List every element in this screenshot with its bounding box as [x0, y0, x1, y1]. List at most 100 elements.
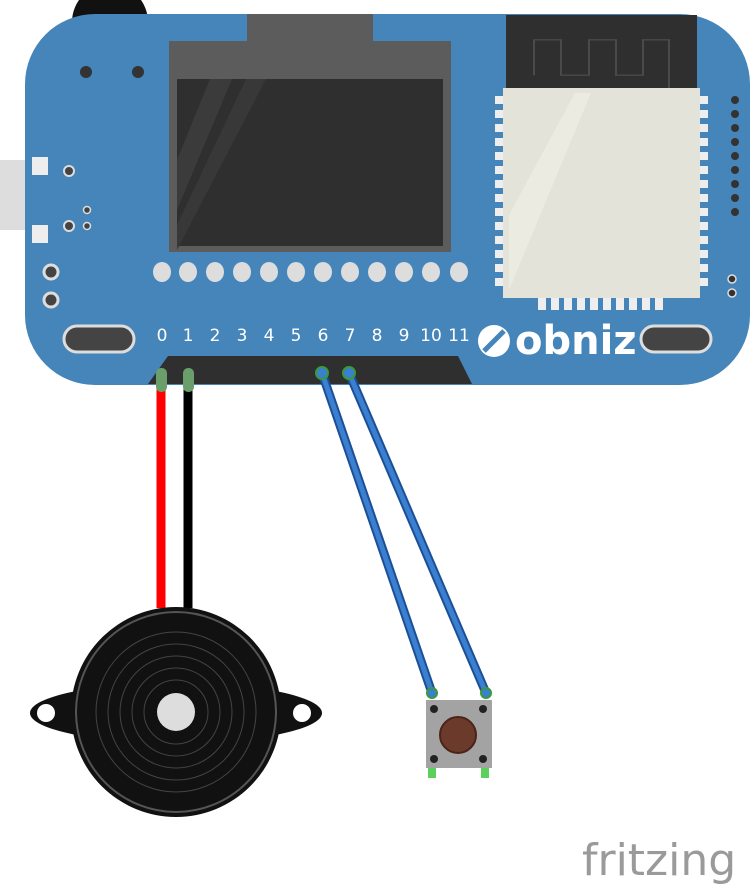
io-dot [314, 262, 332, 282]
pad [698, 180, 708, 188]
pad [495, 194, 505, 202]
pad [495, 96, 505, 104]
side-dot [731, 124, 739, 132]
wire-end [183, 368, 194, 392]
pad [698, 138, 708, 146]
pad [603, 296, 611, 310]
pad [698, 110, 708, 118]
io-dot [395, 262, 413, 282]
via [82, 221, 92, 231]
side-dot [731, 208, 739, 216]
pad [495, 278, 505, 286]
usb-pad [32, 225, 48, 243]
pin-label: 2 [210, 326, 221, 346]
pad [655, 296, 663, 310]
obniz-logo-text: obniz [515, 318, 637, 364]
module-glare [509, 93, 591, 290]
pad [698, 96, 708, 104]
pad [495, 152, 505, 160]
led-dot [132, 66, 144, 78]
pin-label: 5 [291, 326, 302, 346]
mount-slot [639, 324, 713, 354]
via [82, 205, 92, 215]
io-dot [153, 262, 171, 282]
pad [495, 236, 505, 244]
pad [698, 166, 708, 174]
wire-end [426, 687, 438, 699]
pad [698, 278, 708, 286]
side-dots [727, 96, 739, 298]
pin-label: 0 [157, 326, 168, 346]
pin-label: 8 [372, 326, 383, 346]
pad [698, 124, 708, 132]
pad [698, 236, 708, 244]
io-dot [260, 262, 278, 282]
io-dot [422, 262, 440, 282]
obniz-logo: obniz [478, 318, 637, 364]
pad [698, 208, 708, 216]
via [63, 165, 75, 177]
pin-label: 11 [448, 326, 470, 346]
pad [698, 194, 708, 202]
via [63, 220, 75, 232]
pad [495, 222, 505, 230]
pin-label: 4 [264, 326, 275, 346]
module-pads [495, 96, 708, 310]
pad [495, 138, 505, 146]
io-dot [206, 262, 224, 282]
pad [698, 152, 708, 160]
pin-label: 1 [183, 326, 194, 346]
io-dots [153, 262, 468, 282]
pad [590, 296, 598, 310]
side-dot [731, 166, 739, 174]
usb-pad [32, 157, 48, 175]
wire-end [480, 687, 492, 699]
pin-label: 6 [318, 326, 329, 346]
pad [495, 180, 505, 188]
wire-blue-pin7[interactable] [346, 372, 489, 694]
io-dot [233, 262, 251, 282]
pin-label: 7 [345, 326, 356, 346]
side-dot [731, 180, 739, 188]
via [42, 263, 60, 281]
pad [495, 110, 505, 118]
pin-label: 3 [237, 326, 248, 346]
pad [495, 166, 505, 174]
push-button[interactable] [426, 700, 492, 778]
side-dot [731, 110, 739, 118]
pad [577, 296, 585, 310]
io-dot [179, 262, 197, 282]
screen-glare [177, 79, 266, 250]
io-dot [368, 262, 386, 282]
pad [538, 296, 546, 310]
piezo-buzzer[interactable] [30, 607, 322, 817]
pad [698, 264, 708, 272]
pad [564, 296, 572, 310]
mount-slot [62, 324, 136, 354]
io-dot [287, 262, 305, 282]
side-dot [731, 152, 739, 160]
wire-blue-pin6[interactable] [319, 372, 435, 694]
fritzing-watermark: fritzing [582, 835, 736, 886]
antenna-module [506, 15, 697, 90]
pad [616, 296, 624, 310]
antenna-trace [533, 39, 670, 91]
wire-end [156, 368, 167, 392]
side-dot [731, 138, 739, 146]
pad [642, 296, 650, 310]
io-dot [341, 262, 359, 282]
wire-end [342, 366, 356, 380]
screen-glare [177, 79, 232, 210]
led-dot [80, 66, 92, 78]
pin-label: 10 [420, 326, 442, 346]
pin-header [148, 356, 472, 384]
pad [698, 222, 708, 230]
side-dot [731, 96, 739, 104]
pad [551, 296, 559, 310]
pad [495, 208, 505, 216]
via [42, 291, 60, 309]
wire-end [315, 366, 329, 380]
pad [495, 250, 505, 258]
